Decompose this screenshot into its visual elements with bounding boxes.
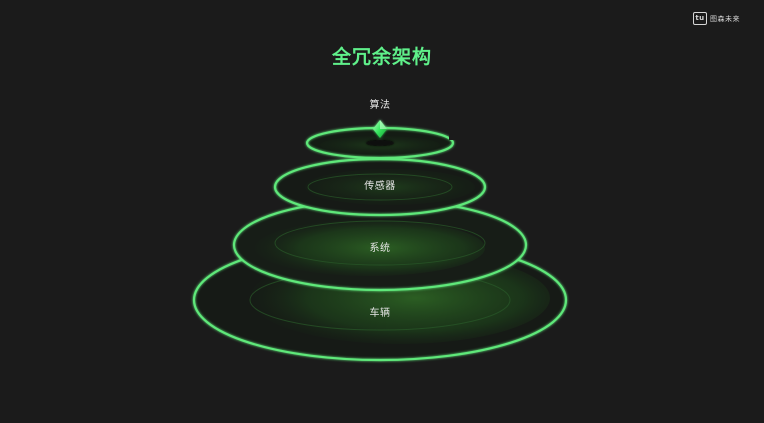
tusimple-logo-icon: tu (693, 12, 707, 25)
layer-sensors (273, 157, 487, 217)
layer-label-system: 系统 (369, 243, 391, 254)
brand-logo: tu 图森未来 (693, 12, 740, 25)
slide-title: 全冗余架构 (331, 46, 432, 68)
layer-label-sensors: 传感器 (364, 181, 396, 192)
brand-name: 图森未来 (710, 14, 740, 23)
diamond-gem-icon (366, 120, 394, 146)
layer-system (232, 198, 528, 292)
layer-label-algorithm: 算法 (369, 100, 391, 111)
layer-label-vehicle: 车辆 (369, 308, 391, 319)
